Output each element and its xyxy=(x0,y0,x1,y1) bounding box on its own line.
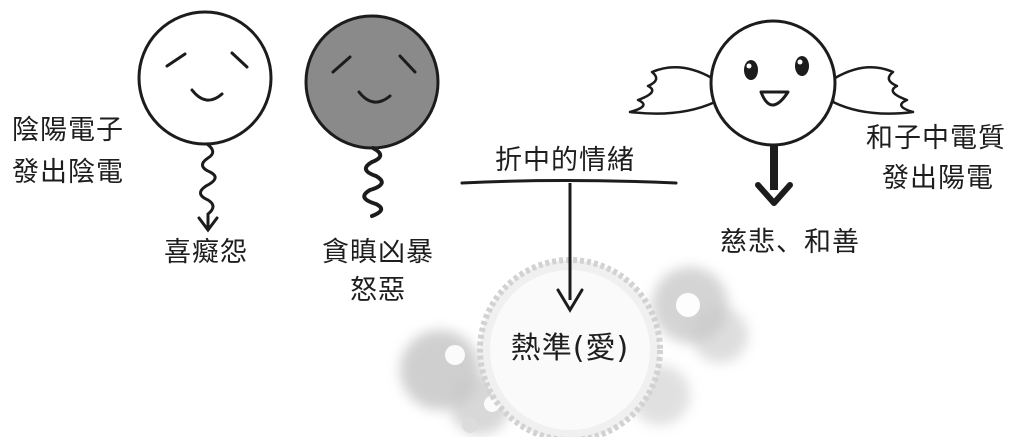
compromise-label: 折中的情緒 xyxy=(495,145,635,176)
white-squiggle-arrow xyxy=(197,142,219,233)
grey-face-ball xyxy=(304,14,440,150)
angel-ball xyxy=(628,19,915,147)
white-result-label: 喜癡怨 xyxy=(164,237,248,268)
negative-electron-line-1: 陰陽電子 xyxy=(12,115,124,146)
neutral-quality-line-2: 發出陽電 xyxy=(882,163,994,194)
angel-arrow xyxy=(755,145,793,206)
angel-result-label: 慈悲、和善 xyxy=(720,227,860,258)
compromise-branch xyxy=(460,179,678,313)
white-face-ball xyxy=(137,10,273,146)
grey-squiggle-arrow xyxy=(362,146,384,218)
love-center-label: 熱準(愛) xyxy=(510,331,630,366)
neutral-quality-line-1: 和子中電質 xyxy=(866,123,1006,154)
grey-result-line-1: 貪瞋凶暴 xyxy=(322,237,434,268)
grey-result-line-2: 怒惡 xyxy=(350,275,406,306)
negative-electron-line-2: 發出陰電 xyxy=(12,157,124,188)
